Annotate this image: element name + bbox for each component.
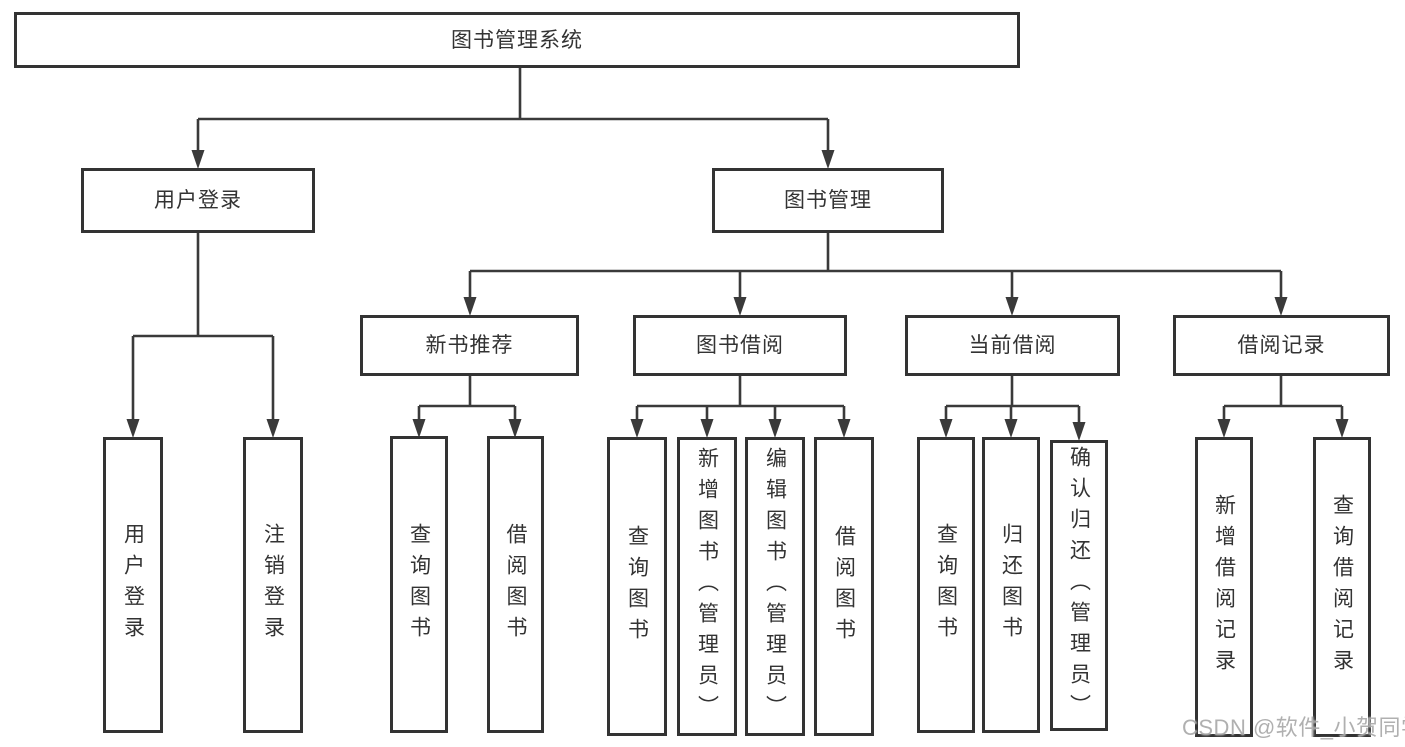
connector-paths bbox=[131, 68, 1344, 422]
leaf-recommend-query-books: 查询图书 bbox=[390, 436, 448, 733]
arrowheads bbox=[126, 150, 1349, 441]
leaf-records-add-record: 新增借阅记录 bbox=[1195, 437, 1253, 737]
leaf-borrow-edit-books-admin: 编辑图书（管理员） bbox=[745, 437, 805, 736]
node-library-system: 图书管理系统 bbox=[14, 12, 1020, 68]
node-label: 用户登录 bbox=[121, 523, 145, 647]
node-label: 确认归还（管理员） bbox=[1067, 446, 1091, 725]
node-label: 注销登录 bbox=[261, 523, 285, 647]
leaf-user-login: 用户登录 bbox=[103, 437, 163, 733]
node-label: 查询图书 bbox=[407, 522, 431, 647]
csdn-watermark: CSDN @软件_小贺同学 bbox=[1182, 715, 1405, 740]
node-label: 归还图书 bbox=[999, 523, 1023, 647]
leaf-borrow-query-books: 查询图书 bbox=[607, 437, 667, 736]
leaf-borrow-borrow-books: 借阅图书 bbox=[814, 437, 874, 736]
node-label: 图书管理 bbox=[784, 189, 872, 212]
leaf-current-confirm-return-admin: 确认归还（管理员） bbox=[1050, 440, 1108, 731]
node-label: 借阅图书 bbox=[832, 524, 856, 649]
leaf-logout: 注销登录 bbox=[243, 437, 303, 733]
node-user-login: 用户登录 bbox=[81, 168, 315, 233]
node-label: 图书借阅 bbox=[696, 334, 784, 357]
node-new-book-recommend: 新书推荐 bbox=[360, 315, 579, 376]
node-label: 查询图书 bbox=[625, 524, 649, 649]
leaf-borrow-add-books-admin: 新增图书（管理员） bbox=[677, 437, 737, 736]
node-label: 编辑图书（管理员） bbox=[763, 447, 787, 726]
leaf-current-return-books: 归还图书 bbox=[982, 437, 1040, 733]
node-label: 新增借阅记录 bbox=[1212, 494, 1236, 680]
node-label: 查询借阅记录 bbox=[1330, 494, 1354, 680]
node-book-management: 图书管理 bbox=[712, 168, 944, 233]
node-current-borrow: 当前借阅 bbox=[905, 315, 1120, 376]
node-label: 图书管理系统 bbox=[451, 28, 583, 52]
node-book-borrow: 图书借阅 bbox=[633, 315, 847, 376]
leaf-current-query-books: 查询图书 bbox=[917, 437, 975, 733]
leaf-recommend-borrow-books: 借阅图书 bbox=[487, 436, 544, 733]
node-label: 用户登录 bbox=[154, 189, 242, 212]
node-label: 当前借阅 bbox=[968, 334, 1057, 357]
node-label: 查询图书 bbox=[934, 523, 958, 647]
node-label: 借阅图书 bbox=[504, 522, 527, 647]
node-label: 借阅记录 bbox=[1237, 334, 1326, 357]
node-label: 新书推荐 bbox=[425, 334, 514, 357]
leaf-records-query-record: 查询借阅记录 bbox=[1313, 437, 1371, 737]
node-label: 新增图书（管理员） bbox=[695, 447, 719, 726]
node-borrow-records: 借阅记录 bbox=[1173, 315, 1390, 376]
